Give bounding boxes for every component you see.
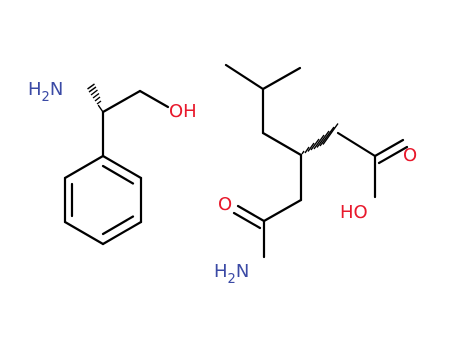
amide-n: N (236, 261, 249, 282)
amine-n: N (50, 79, 63, 100)
amine-subscript: 2 (42, 90, 50, 105)
amine-h: H (28, 79, 42, 100)
amide-h: H (214, 261, 228, 282)
benzene-ring (63, 154, 143, 246)
amine-label-left: H2N (28, 79, 63, 105)
bond-ch2-oh (138, 89, 170, 109)
amide-carbonyl-oxygen-label: O (218, 194, 232, 215)
hashed-wedge-bond-nh2 (97, 104, 104, 113)
bond-me1-ch (224, 63, 265, 91)
bond-ch2-camide (262, 198, 303, 223)
bond-ch-me2 (261, 66, 302, 91)
acid-carbonyl-oxygen-label: O (403, 145, 417, 166)
hashed-wedge-bond-acid (301, 123, 339, 155)
amide-subscript: 2 (228, 272, 236, 287)
bond-ch2-cooh (336, 131, 377, 158)
acid-hydroxyl-label: HO (340, 202, 368, 223)
phenylglycinol-molecule: H2N OH (28, 79, 197, 246)
bond-amide-double-o-1 (236, 204, 266, 223)
bond-c-ch2 (101, 89, 142, 114)
bond-ch2-c3 (261, 131, 303, 157)
carbamoylmethyl-hexanoic-acid-molecule: O HO O H2N (214, 63, 417, 287)
bond-cooh-double-o-1 (373, 138, 405, 158)
bond-amide-double-o-2 (232, 211, 262, 230)
hashed-bond-lines (87, 83, 102, 105)
hydroxyl-label: OH (169, 101, 197, 122)
bond-cooh-double-o-2 (377, 145, 409, 165)
amide-nitrogen-label: H2N (214, 261, 249, 287)
